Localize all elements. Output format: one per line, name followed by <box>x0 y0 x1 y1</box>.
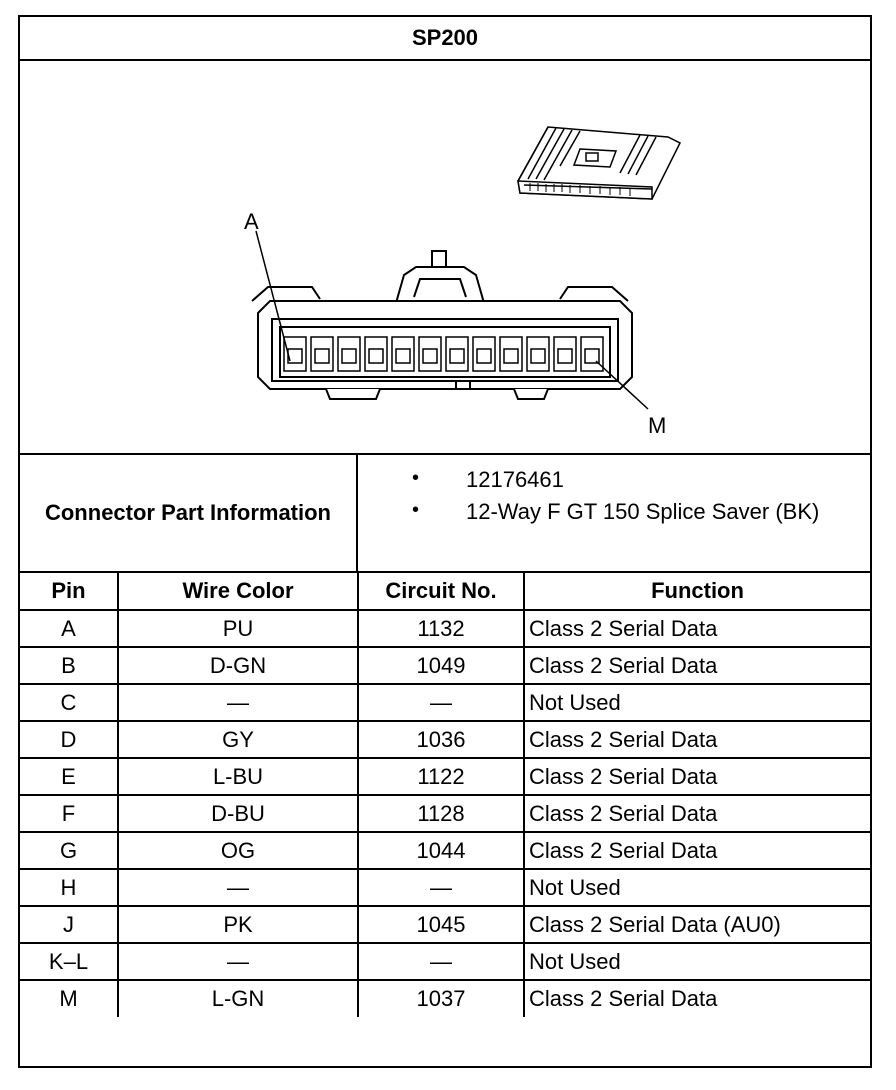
bullet-icon: • <box>412 499 420 521</box>
connector-part-info: Connector Part Information • 12176461 • … <box>20 453 870 573</box>
cell-circuit: 1037 <box>357 979 525 1017</box>
bullet-icon: • <box>412 467 420 489</box>
cell-circuit: 1049 <box>357 646 525 685</box>
table-row: D GY 1036 Class 2 Serial Data <box>20 720 870 759</box>
table-row: F D-BU 1128 Class 2 Serial Data <box>20 794 870 833</box>
cell-pin: K–L <box>20 942 119 981</box>
cell-function: Class 2 Serial Data <box>523 609 870 648</box>
header-function: Function <box>523 573 870 611</box>
connector-sheet: SP200 <box>18 15 872 1068</box>
connector-info-list: • 12176461 • 12-Way F GT 150 Splice Save… <box>358 455 870 571</box>
cell-pin: J <box>20 905 119 944</box>
table-row: C — — Not Used <box>20 683 870 722</box>
cell-function: Class 2 Serial Data <box>523 646 870 685</box>
cell-pin: H <box>20 868 119 907</box>
header-circuit-no: Circuit No. <box>357 573 525 611</box>
cell-circuit: 1132 <box>357 609 525 648</box>
connector-iso-view <box>517 126 682 200</box>
cell-wire-color: OG <box>117 831 359 870</box>
table-row: M L-GN 1037 Class 2 Serial Data <box>20 979 870 1017</box>
table-row: J PK 1045 Class 2 Serial Data (AU0) <box>20 905 870 944</box>
cell-circuit: 1045 <box>357 905 525 944</box>
pin-table: Pin Wire Color Circuit No. Function A PU… <box>20 573 870 1017</box>
cell-pin: A <box>20 609 119 648</box>
cell-function: Class 2 Serial Data <box>523 831 870 870</box>
cell-function: Not Used <box>523 942 870 981</box>
connector-front-view <box>251 230 649 410</box>
cell-pin: C <box>20 683 119 722</box>
table-row: B D-GN 1049 Class 2 Serial Data <box>20 646 870 685</box>
cell-circuit: 1122 <box>357 757 525 796</box>
cell-function: Class 2 Serial Data <box>523 794 870 833</box>
table-header-row: Pin Wire Color Circuit No. Function <box>20 573 870 611</box>
connector-illustration: A M <box>20 61 870 453</box>
cell-pin: M <box>20 979 119 1017</box>
info-item-part-number: • 12176461 <box>358 467 870 499</box>
cell-pin: B <box>20 646 119 685</box>
cell-wire-color: D-GN <box>117 646 359 685</box>
cell-circuit: 1044 <box>357 831 525 870</box>
cell-circuit: — <box>357 942 525 981</box>
info-item-text: 12176461 <box>466 467 564 492</box>
cell-circuit: — <box>357 683 525 722</box>
table-row: E L-BU 1122 Class 2 Serial Data <box>20 757 870 796</box>
cell-function: Class 2 Serial Data <box>523 757 870 796</box>
cell-pin: F <box>20 794 119 833</box>
cell-function: Class 2 Serial Data (AU0) <box>523 905 870 944</box>
cell-wire-color: — <box>117 868 359 907</box>
cell-function: Not Used <box>523 868 870 907</box>
info-item-text: 12-Way F GT 150 Splice Saver (BK) <box>466 499 820 524</box>
cell-function: Class 2 Serial Data <box>523 720 870 759</box>
cell-circuit: — <box>357 868 525 907</box>
connector-drawing: A M <box>244 126 682 438</box>
pin-m-label: M <box>648 413 666 438</box>
cell-wire-color: — <box>117 942 359 981</box>
cell-pin: D <box>20 720 119 759</box>
cell-wire-color: PU <box>117 609 359 648</box>
table-row: K–L — — Not Used <box>20 942 870 981</box>
table-row: A PU 1132 Class 2 Serial Data <box>20 609 870 648</box>
cell-wire-color: PK <box>117 905 359 944</box>
cell-function: Class 2 Serial Data <box>523 979 870 1017</box>
cell-wire-color: D-BU <box>117 794 359 833</box>
connector-info-label: Connector Part Information <box>20 455 358 571</box>
cell-pin: E <box>20 757 119 796</box>
cell-function: Not Used <box>523 683 870 722</box>
header-pin: Pin <box>20 573 119 611</box>
header-wire-color: Wire Color <box>117 573 359 611</box>
cell-circuit: 1036 <box>357 720 525 759</box>
cell-pin: G <box>20 831 119 870</box>
table-row: H — — Not Used <box>20 868 870 907</box>
cell-circuit: 1128 <box>357 794 525 833</box>
cell-wire-color: L-BU <box>117 757 359 796</box>
pin-a-label: A <box>244 209 259 234</box>
page-title: SP200 <box>20 17 870 61</box>
cell-wire-color: GY <box>117 720 359 759</box>
cell-wire-color: — <box>117 683 359 722</box>
cell-wire-color: L-GN <box>117 979 359 1017</box>
table-row: G OG 1044 Class 2 Serial Data <box>20 831 870 870</box>
info-item-description: • 12-Way F GT 150 Splice Saver (BK) <box>358 499 870 531</box>
